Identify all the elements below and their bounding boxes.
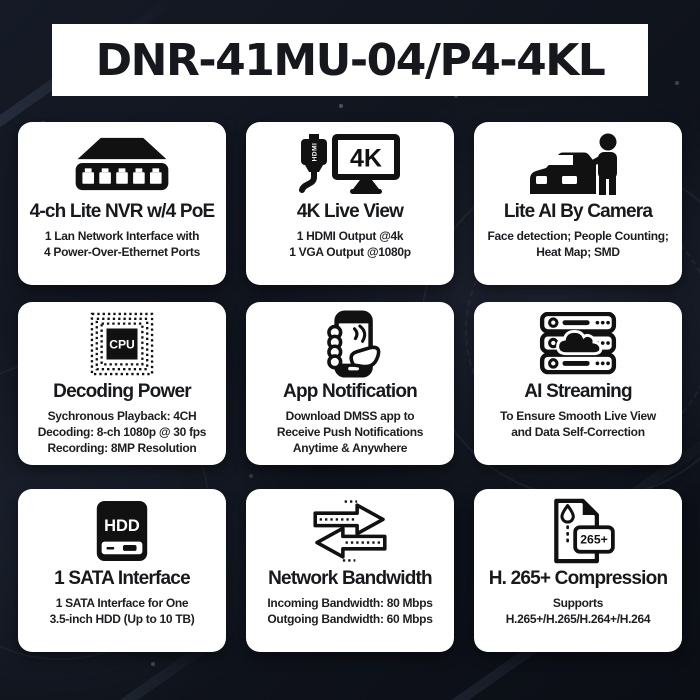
feature-card-network-bandwidth: Network Bandwidth Incoming Bandwidth: 80… <box>246 489 454 652</box>
feature-card-lite-ai: Lite AI By Camera Face detection; People… <box>474 122 682 285</box>
card-description: Sychronous Playback: 4CH Decoding: 8-ch … <box>37 409 207 455</box>
svg-text:4K: 4K <box>350 145 382 173</box>
feature-card-4k-live-view: HDMI 4K 4K Live View 1 HDMI Output @4k 1… <box>246 122 454 285</box>
card-title: Decoding Power <box>53 381 191 402</box>
svg-text:HDD: HDD <box>104 517 140 535</box>
card-title: 4-ch Lite NVR w/4 PoE <box>29 201 216 222</box>
card-title: 1 SATA Interface <box>54 568 191 589</box>
document-265-icon: 265+ <box>539 497 617 565</box>
card-title: Lite AI By Camera <box>503 201 653 222</box>
server-cloud-icon <box>535 310 621 378</box>
product-title-banner: DNR-41MU-04/P4-4KL <box>52 24 648 96</box>
card-title: 4K Live View <box>296 201 404 222</box>
card-description: Incoming Bandwidth: 80 Mbps Outgoing Ban… <box>267 596 433 626</box>
bandwidth-arrows-icon <box>306 497 394 565</box>
bg-stars-decor <box>0 0 2 2</box>
card-description: Download DMSS app to Receive Push Notifi… <box>276 409 424 455</box>
card-title: App Notification <box>283 381 418 402</box>
card-description: To Ensure Smooth Live View and Data Self… <box>500 409 656 439</box>
card-title: Network Bandwidth <box>268 568 433 589</box>
svg-text:265+: 265+ <box>580 533 608 547</box>
card-description: 1 Lan Network Interface with 4 Power-Ove… <box>44 229 200 259</box>
feature-card-h265-compression: 265+ H. 265+ Compression Supports H.265+… <box>474 489 682 652</box>
card-description: Supports H.265+/H.265/H.264+/H.264 <box>505 596 651 626</box>
feature-row-3: HDD 1 SATA Interface 1 SATA Interface fo… <box>18 489 682 652</box>
svg-text:HDMI: HDMI <box>312 143 319 162</box>
feature-card-sata-interface: HDD 1 SATA Interface 1 SATA Interface fo… <box>18 489 226 652</box>
card-description: Face detection; People Counting; Heat Ma… <box>487 229 669 259</box>
feature-card-ai-streaming: AI Streaming To Ensure Smooth Live View … <box>474 302 682 465</box>
feature-row-1: 4-ch Lite NVR w/4 PoE 1 Lan Network Inte… <box>18 122 682 285</box>
feature-card-nvr-poe: 4-ch Lite NVR w/4 PoE 1 Lan Network Inte… <box>18 122 226 285</box>
svg-text:CPU: CPU <box>109 337 135 351</box>
hdmi-4k-monitor-icon: HDMI 4K <box>296 130 404 198</box>
poe-switch-icon <box>70 130 174 198</box>
car-person-icon <box>528 130 628 198</box>
card-title: H. 265+ Compression <box>488 568 668 589</box>
card-title: AI Streaming <box>524 381 632 402</box>
feature-card-app-notification: App Notification Download DMSS app to Re… <box>246 302 454 465</box>
card-description: 1 HDMI Output @4k 1 VGA Output @1080p <box>289 229 411 259</box>
hdd-icon: HDD <box>94 497 150 565</box>
feature-card-decoding-power: CPU Decoding Power Sychronous Playback: … <box>18 302 226 465</box>
phone-hand-icon <box>315 310 385 378</box>
card-description: 1 SATA Interface for One 3.5-inch HDD (U… <box>49 596 195 626</box>
product-model-title: DNR-41MU-04/P4-4KL <box>95 34 606 86</box>
cpu-icon: CPU <box>90 310 154 378</box>
feature-row-2: CPU Decoding Power Sychronous Playback: … <box>18 302 682 465</box>
